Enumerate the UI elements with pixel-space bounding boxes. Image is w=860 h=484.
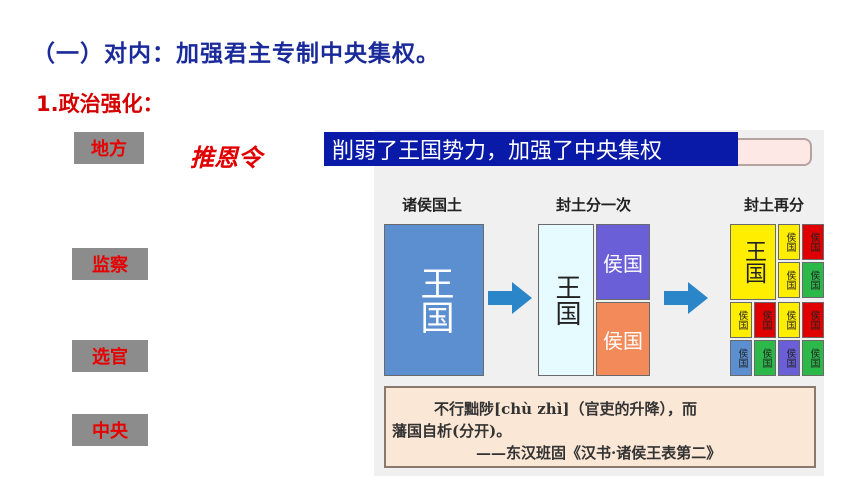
houguo-small-block: 侯国 bbox=[802, 302, 824, 338]
houguo-small-block: 侯国 bbox=[754, 340, 776, 376]
houguo-small-block: 侯国 bbox=[802, 262, 824, 298]
tuienling-label: 推恩令 bbox=[190, 143, 262, 172]
arrow-right-icon bbox=[664, 282, 708, 314]
houguo-small-label: 侯国 bbox=[808, 310, 819, 330]
tag-central: 中央 bbox=[72, 414, 148, 446]
houguo-small-label: 侯国 bbox=[808, 348, 819, 368]
tag-supervision: 监察 bbox=[72, 248, 148, 280]
houguo-small-label: 侯国 bbox=[784, 348, 795, 368]
banner-conclusion: 削弱了王国势力，加强了中央集权 bbox=[324, 132, 738, 166]
arrow-right-icon bbox=[488, 282, 532, 314]
houguo-small-label: 侯国 bbox=[784, 270, 795, 290]
diagram-title-3: 封土再分 bbox=[744, 196, 805, 214]
quote-line-1: 不行黜陟[chù zhì]（官吏的升降），而 bbox=[434, 400, 697, 418]
houguo-small-block: 侯国 bbox=[730, 302, 752, 338]
houguo-block-1: 侯国 bbox=[596, 224, 650, 300]
wangguo-medium-label: 王国 bbox=[551, 274, 581, 326]
houguo-small-block: 侯国 bbox=[778, 340, 800, 376]
houguo-small-label: 侯国 bbox=[808, 270, 819, 290]
houguo-small-block: 侯国 bbox=[754, 302, 776, 338]
houguo-small-block: 侯国 bbox=[778, 302, 800, 338]
section-heading: （一）对内：加强君主专制中央集权。 bbox=[32, 41, 440, 67]
wangguo-small-block: 王国 bbox=[730, 224, 776, 300]
wangguo-medium-block: 王国 bbox=[538, 224, 594, 376]
quote-line-2: 藩国自析(分开)。 bbox=[392, 422, 512, 440]
tag-official-selection: 选官 bbox=[72, 340, 148, 372]
houguo-small-block: 侯国 bbox=[802, 340, 824, 376]
diagram-title-1: 诸侯国土 bbox=[402, 196, 463, 214]
houguo-block-2: 侯国 bbox=[596, 302, 650, 376]
houguo-small-label: 侯国 bbox=[760, 348, 771, 368]
houguo-small-block: 侯国 bbox=[778, 224, 800, 260]
houguo-small-label: 侯国 bbox=[736, 310, 747, 330]
houguo-small-label: 侯国 bbox=[808, 232, 819, 252]
quote-line-3: ——东汉班固《汉书·诸侯王表第二》 bbox=[476, 444, 722, 462]
houguo-label-1: 侯国 bbox=[603, 251, 643, 276]
wangguo-large-block: 王国 bbox=[384, 224, 484, 376]
wangguo-large-label: 王国 bbox=[414, 266, 454, 334]
houguo-small-label: 侯国 bbox=[736, 348, 747, 368]
houguo-small-block: 侯国 bbox=[778, 262, 800, 298]
houguo-small-block: 侯国 bbox=[730, 340, 752, 376]
diagram-panel: 诸侯国土 封土分一次 封土再分 王国 王国 侯国 侯国 王国 不行黜陟[chù … bbox=[374, 130, 824, 476]
houguo-small-block: 侯国 bbox=[802, 224, 824, 260]
houguo-label-2: 侯国 bbox=[603, 328, 643, 353]
houguo-small-label: 侯国 bbox=[760, 310, 771, 330]
sub-heading: 1.政治强化： bbox=[36, 92, 164, 116]
quote-box: 不行黜陟[chù zhì]（官吏的升降），而 藩国自析(分开)。 ——东汉班固《… bbox=[384, 386, 816, 468]
wangguo-small-label: 王国 bbox=[741, 240, 766, 284]
tag-local: 地方 bbox=[74, 132, 144, 164]
houguo-small-label: 侯国 bbox=[784, 232, 795, 252]
houguo-small-label: 侯国 bbox=[784, 310, 795, 330]
callout-bubble bbox=[738, 138, 812, 166]
diagram-title-2: 封土分一次 bbox=[556, 196, 632, 214]
